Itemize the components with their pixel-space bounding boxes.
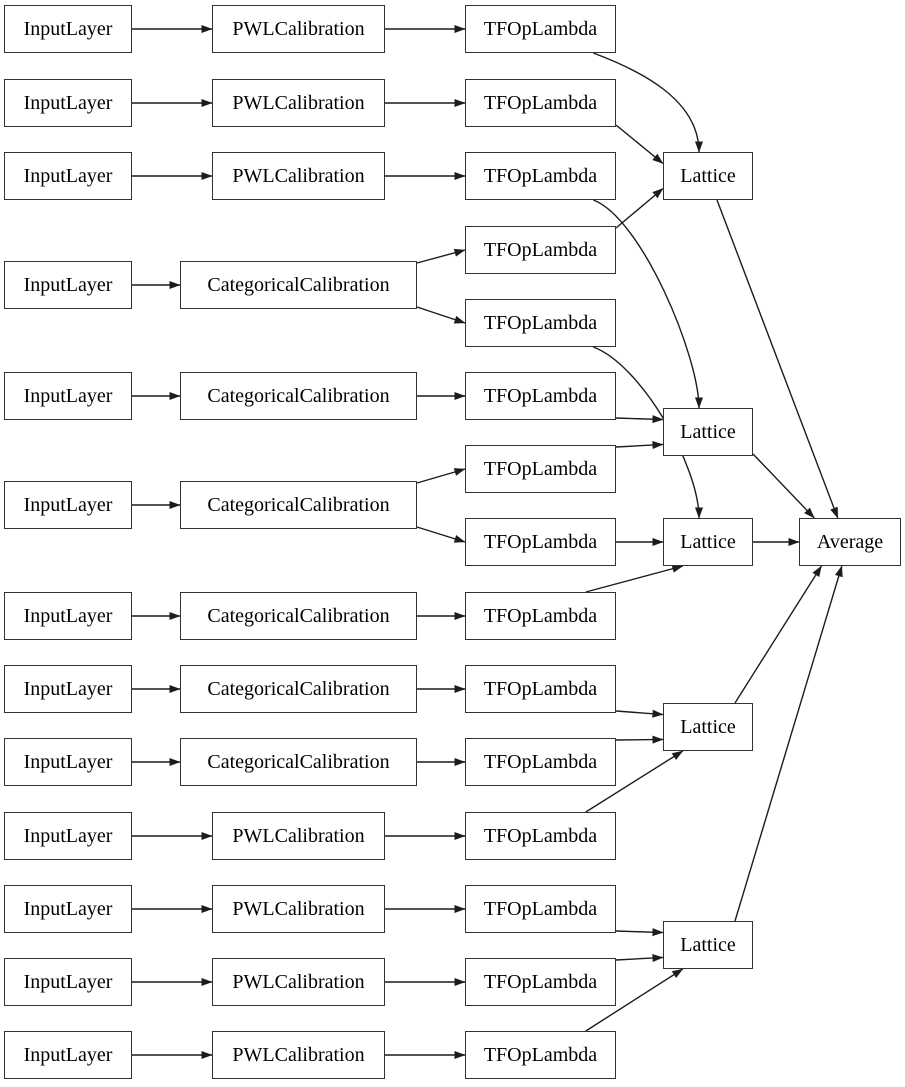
node-tfop6-tfoplambda: TFOpLambda	[465, 372, 616, 420]
node-cat5-categoricalcalibration: CategoricalCalibration	[180, 372, 417, 420]
node-in3-inputlayer: InputLayer	[4, 152, 132, 200]
node-lat3-lattice: Lattice	[663, 518, 753, 566]
node-tfop4-tfoplambda: TFOpLambda	[465, 226, 616, 274]
node-cat7-categoricalcalibration: CategoricalCalibration	[180, 592, 417, 640]
node-tfop10-tfoplambda: TFOpLambda	[465, 665, 616, 713]
node-tfop9-tfoplambda: TFOpLambda	[465, 592, 616, 640]
node-tfop8-tfoplambda: TFOpLambda	[465, 518, 616, 566]
node-avg-average: Average	[799, 518, 901, 566]
edge-cat4-to-tfop4	[416, 248, 466, 264]
node-in7-inputlayer: InputLayer	[4, 592, 132, 640]
node-tfop7-tfoplambda: TFOpLambda	[465, 445, 616, 493]
node-lat1-lattice: Lattice	[663, 152, 753, 200]
node-in2-inputlayer: InputLayer	[4, 79, 132, 127]
node-cat4-categoricalcalibration: CategoricalCalibration	[180, 261, 417, 309]
node-pwl12-pwlcalibration: PWLCalibration	[212, 958, 385, 1006]
node-tfop2-tfoplambda: TFOpLambda	[465, 79, 616, 127]
edge-lat4-to-avg	[734, 565, 823, 704]
node-in1-inputlayer: InputLayer	[4, 5, 132, 53]
edge-tfop14-to-lat5	[615, 954, 664, 963]
node-pwl11-pwlcalibration: PWLCalibration	[212, 885, 385, 933]
node-in6-inputlayer: InputLayer	[4, 481, 132, 529]
edge-tfop15-to-lat5	[585, 968, 684, 1032]
node-cat8-categoricalcalibration: CategoricalCalibration	[180, 665, 417, 713]
edge-tfop10-to-lat4	[615, 709, 664, 718]
node-lat5-lattice: Lattice	[663, 921, 753, 969]
edges-group	[132, 25, 843, 1059]
edge-tfop3-to-lat2	[593, 199, 703, 409]
node-pwl3-pwlcalibration: PWLCalibration	[212, 152, 385, 200]
node-in11-inputlayer: InputLayer	[4, 885, 132, 933]
edge-cat4-to-tfop5	[416, 306, 466, 324]
edge-tfop6-to-lat2	[615, 415, 664, 424]
node-in9-inputlayer: InputLayer	[4, 738, 132, 786]
node-cat9-categoricalcalibration: CategoricalCalibration	[180, 738, 417, 786]
node-tfop5-tfoplambda: TFOpLambda	[465, 299, 616, 347]
node-in4-inputlayer: InputLayer	[4, 261, 132, 309]
edge-tfop13-to-lat5	[615, 928, 664, 937]
edge-cat6-to-tfop8	[416, 526, 466, 543]
node-pwl10-pwlcalibration: PWLCalibration	[212, 812, 385, 860]
edge-tfop9-to-lat3	[585, 564, 684, 593]
node-in5-inputlayer: InputLayer	[4, 372, 132, 420]
node-tfop15-tfoplambda: TFOpLambda	[465, 1031, 616, 1079]
node-tfop3-tfoplambda: TFOpLambda	[465, 152, 616, 200]
edge-lat2-to-avg	[752, 453, 815, 519]
edge-tfop1-to-lat1	[593, 52, 703, 153]
node-lat4-lattice: Lattice	[663, 703, 753, 751]
node-pwl13-pwlcalibration: PWLCalibration	[212, 1031, 385, 1079]
node-tfop13-tfoplambda: TFOpLambda	[465, 885, 616, 933]
node-tfop12-tfoplambda: TFOpLambda	[465, 812, 616, 860]
node-tfop14-tfoplambda: TFOpLambda	[465, 958, 616, 1006]
edge-cat6-to-tfop7	[416, 468, 466, 484]
edge-tfop7-to-lat2	[615, 441, 664, 450]
edge-tfop12-to-lat4	[585, 750, 684, 813]
edge-tfop11-to-lat4	[615, 735, 664, 744]
edge-lat5-to-avg	[734, 565, 843, 922]
node-lat2-lattice: Lattice	[663, 408, 753, 456]
node-in13-inputlayer: InputLayer	[4, 1031, 132, 1079]
edge-tfop2-to-lat1	[615, 124, 664, 165]
edge-tfop4-to-lat1	[615, 187, 664, 229]
edge-lat1-to-avg	[716, 199, 839, 519]
node-pwl1-pwlcalibration: PWLCalibration	[212, 5, 385, 53]
node-tfop11-tfoplambda: TFOpLambda	[465, 738, 616, 786]
node-tfop1-tfoplambda: TFOpLambda	[465, 5, 616, 53]
node-in12-inputlayer: InputLayer	[4, 958, 132, 1006]
node-in10-inputlayer: InputLayer	[4, 812, 132, 860]
node-pwl2-pwlcalibration: PWLCalibration	[212, 79, 385, 127]
node-cat6-categoricalcalibration: CategoricalCalibration	[180, 481, 417, 529]
node-in8-inputlayer: InputLayer	[4, 665, 132, 713]
